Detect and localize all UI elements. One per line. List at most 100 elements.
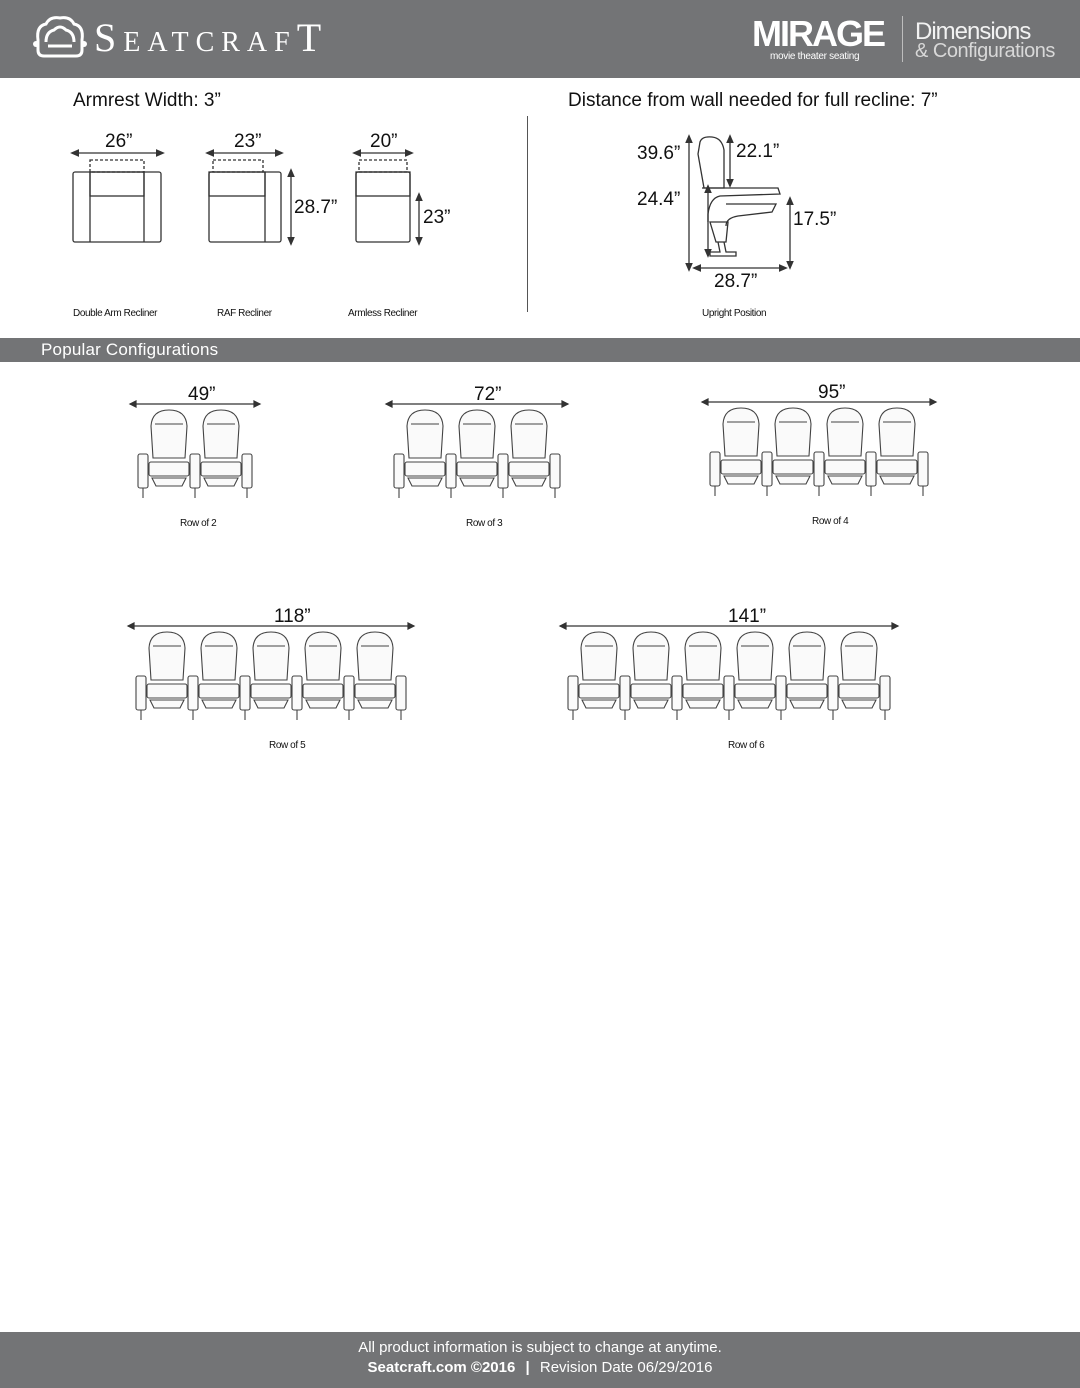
config-caption: Row of 6 [728, 740, 765, 751]
seat-cushion [508, 461, 550, 477]
product-tagline: movie theater seating [770, 51, 860, 62]
armrest [813, 451, 825, 487]
seat-cushion [146, 683, 188, 699]
raf-recliner-drawing [205, 149, 295, 246]
document-title: Dimensions [915, 18, 1031, 45]
armrest [567, 675, 579, 711]
seat-group [393, 409, 561, 498]
top-view-drawings [70, 149, 423, 246]
armrest [343, 675, 355, 711]
armrest [291, 675, 303, 711]
seat-back [736, 631, 774, 681]
seat-back [252, 631, 290, 681]
seat-cushion [682, 683, 724, 699]
seat-cushion [824, 459, 866, 475]
armrest [393, 453, 405, 489]
armless-recliner-drawing [352, 149, 423, 246]
seatcraft-logo-icon [33, 16, 87, 58]
seat-row-drawing [126, 622, 416, 720]
seat-cushion [630, 683, 672, 699]
seat-cushion [456, 461, 498, 477]
seat-height: 17.5” [793, 209, 837, 230]
config-width: 49” [188, 384, 216, 405]
armrest [619, 675, 631, 711]
double-arm-width: 26” [105, 131, 133, 152]
seat-group [135, 631, 407, 720]
armrest [671, 675, 683, 711]
config-width: 72” [474, 384, 502, 405]
configurations-section-title: Popular Configurations [41, 340, 219, 359]
armrest [827, 675, 839, 711]
seat-cushion [198, 683, 240, 699]
seat-cushion [838, 683, 880, 699]
side-depth: 28.7” [714, 271, 758, 292]
raf-width: 23” [234, 131, 262, 152]
seat-cushion [250, 683, 292, 699]
arm-height: 24.4” [637, 189, 681, 210]
seat-cushion [772, 459, 814, 475]
seat-back [826, 407, 864, 457]
footer-bar [0, 1332, 1080, 1388]
armrest [723, 675, 735, 711]
armless-depth: 23” [423, 207, 451, 228]
seat-cushion [720, 459, 762, 475]
document-subtitle: & Configurations [915, 40, 1055, 62]
seat-cushion [734, 683, 776, 699]
seat-cushion [148, 461, 190, 477]
width-dimension-arrow [384, 400, 570, 408]
header-bar [0, 0, 1080, 78]
armrest [917, 451, 929, 487]
config-width: 95” [818, 382, 846, 403]
armrest [241, 453, 253, 489]
upright-caption: Upright Position [702, 308, 767, 319]
seat-back [580, 631, 618, 681]
width-dimension-arrow [700, 398, 938, 406]
armrest [137, 453, 149, 489]
seat-back [774, 407, 812, 457]
seat-cushion [404, 461, 446, 477]
width-dimension-arrow [126, 622, 416, 630]
config-width: 141” [728, 606, 767, 627]
seat-back [722, 407, 760, 457]
seat-back [840, 631, 878, 681]
armrest [395, 675, 407, 711]
armrest [879, 675, 891, 711]
raf-depth: 28.7” [294, 197, 338, 218]
product-name: MIRAGE [752, 13, 886, 54]
seat-row-drawing [128, 400, 262, 498]
double-arm-caption: Double Arm Recliner [73, 308, 158, 319]
armrest-width-label: Armrest Width: 3” [73, 90, 221, 111]
config-caption: Row of 5 [269, 740, 306, 751]
armrest [761, 451, 773, 487]
seat-back [878, 407, 916, 457]
armrest [549, 453, 561, 489]
armrest [189, 453, 201, 489]
footer-revision: Revision Date 06/29/2016 [539, 1359, 713, 1376]
side-view-drawing [685, 134, 794, 272]
armrest [239, 675, 251, 711]
seat-back [684, 631, 722, 681]
seat-cushion [302, 683, 344, 699]
armrest [445, 453, 457, 489]
seat-cushion [786, 683, 828, 699]
brand-wordmark: SeatcrafT [94, 15, 329, 60]
configurations-section-bar [0, 338, 1080, 362]
seat-row-drawing [558, 622, 900, 720]
seat-back [304, 631, 342, 681]
armrest [775, 675, 787, 711]
seat-group [709, 407, 929, 496]
config-caption: Row of 2 [180, 518, 217, 529]
seat-cushion [354, 683, 396, 699]
seat-back [510, 409, 548, 459]
seat-cushion [876, 459, 918, 475]
armless-width: 20” [370, 131, 398, 152]
seat-row-drawing [700, 398, 938, 496]
seat-back [202, 409, 240, 459]
config-caption: Row of 4 [812, 516, 849, 527]
seat-group [567, 631, 891, 720]
header-divider [902, 16, 903, 62]
seat-group [137, 409, 253, 498]
width-dimension-arrow [558, 622, 900, 630]
seat-cushion [200, 461, 242, 477]
armrest [135, 675, 147, 711]
